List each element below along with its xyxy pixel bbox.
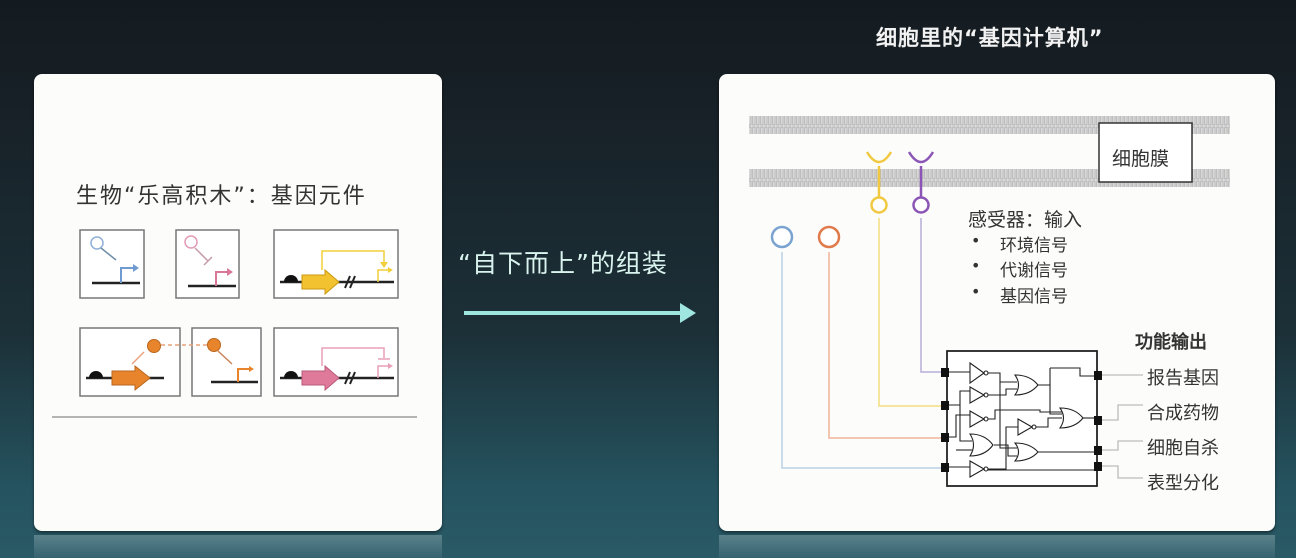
output-phenotype-differentiation: 表型分化: [1147, 473, 1219, 494]
sensor-bullet-1: •: [971, 231, 981, 250]
left-panel-card: [34, 74, 442, 531]
signal-producer-part: [79, 327, 181, 397]
purple-receptor-icon: [907, 151, 935, 214]
output-reporter-gene: 报告基因: [1147, 368, 1219, 389]
activator-promoter-part: [79, 229, 145, 299]
cell-membrane-label: 细胞膜: [1112, 148, 1170, 170]
logic-circuit-chip: [941, 350, 1102, 487]
blue-sensor-icon: [770, 225, 794, 249]
positive-feedback-part: [273, 229, 399, 299]
bottom-up-assembly-label: “自下而上”的组装: [458, 249, 668, 278]
sensor-heading: 感受器：输入: [968, 209, 1083, 231]
gene-computer-diagram: [749, 116, 1230, 487]
sensor-item-genetic: 基因信号: [1000, 287, 1068, 307]
output-cell-suicide: 细胞自杀: [1147, 438, 1219, 459]
sensor-bullet-2: •: [971, 256, 981, 275]
orange-sensor-icon: [817, 225, 841, 249]
right-panel-reflection: [719, 535, 1275, 558]
signal-receiver-part: [161, 327, 262, 397]
negative-feedback-part: [273, 327, 399, 397]
sensor-item-metabolic: 代谢信号: [1000, 261, 1068, 281]
output-heading: 功能输出: [1135, 332, 1207, 353]
gene-parts-diagram: [52, 229, 417, 418]
left-panel-reflection: [34, 535, 442, 558]
assembly-arrow: [464, 303, 696, 323]
sensor-bullet-3: •: [971, 282, 981, 301]
gene-parts-title: 生物“乐高积木”：基因元件: [76, 184, 367, 209]
output-drug-synthesis: 合成药物: [1147, 403, 1219, 424]
yellow-receptor-icon: [865, 151, 893, 214]
gene-computer-title: 细胞里的“基因计算机”: [876, 26, 1104, 50]
repressor-promoter-part: [175, 229, 240, 299]
sensor-item-environment: 环境信号: [1000, 236, 1068, 256]
